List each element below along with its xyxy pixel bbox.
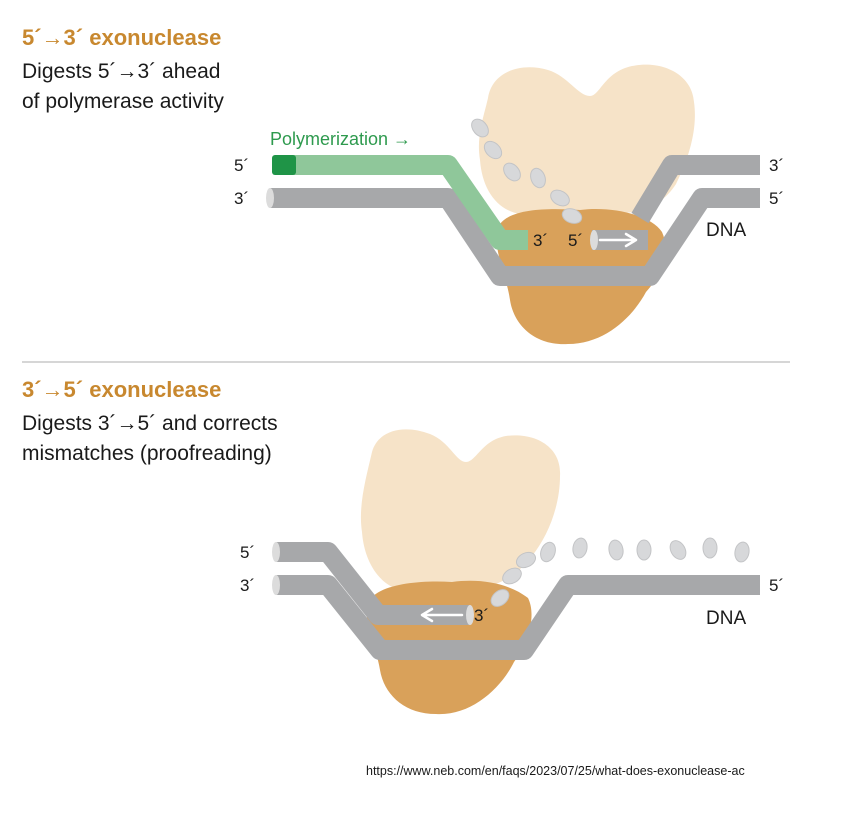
exonuclease-enzyme-light bbox=[360, 429, 561, 590]
nucleotide bbox=[572, 537, 588, 559]
released-nucleotides bbox=[471, 118, 583, 224]
bottom-strand-left-cap bbox=[272, 575, 280, 595]
nucleotide bbox=[550, 189, 570, 207]
nucleotide bbox=[490, 589, 510, 607]
nucleotide bbox=[515, 551, 537, 569]
template-left-end-cap bbox=[266, 188, 274, 208]
top-panel-description-line2: of polymerase activity bbox=[22, 90, 224, 113]
source-url: https://www.neb.com/en/faqs/2023/07/25/w… bbox=[366, 764, 745, 778]
nucleotide bbox=[669, 540, 687, 560]
top-left-upper-end-label: 5´ bbox=[234, 156, 249, 175]
nucleotide bbox=[483, 140, 503, 160]
nucleotide bbox=[530, 167, 546, 189]
template-strand bbox=[270, 188, 760, 286]
bottom-panel: 3´→5´ exonuclease Digests 3´→5´ and corr… bbox=[22, 377, 784, 715]
bottom-dna-label: DNA bbox=[706, 608, 746, 629]
primer-3prime-label: 3´ bbox=[533, 231, 548, 250]
top-panel-title: 5´→3´ exonuclease bbox=[22, 25, 221, 50]
new-strand-start-block bbox=[272, 155, 296, 175]
nucleotide bbox=[702, 537, 718, 559]
bottom-panel-title: 3´→5´ exonuclease bbox=[22, 377, 221, 402]
top-strand-left-cap bbox=[272, 542, 280, 562]
top-right-upper-end-label: 3´ bbox=[769, 156, 784, 175]
digestion-direction-arrow bbox=[598, 232, 638, 248]
displaced-strand bbox=[631, 155, 760, 224]
bottom-panel-description-line1: Digests 3´→5´ and corrects bbox=[22, 412, 278, 435]
bottom-left-upper-end-label: 5´ bbox=[240, 543, 255, 562]
top-panel-description-line1: Digests 5´→3´ ahead bbox=[22, 60, 220, 83]
downstream-strand-cap bbox=[590, 230, 598, 250]
nucleotide bbox=[503, 162, 521, 182]
proofreading-direction-arrow bbox=[420, 607, 464, 623]
top-left-lower-end-label: 3´ bbox=[234, 189, 249, 208]
bottom-panel-description-line2: mismatches (proofreading) bbox=[22, 442, 272, 465]
new-strand bbox=[280, 155, 528, 250]
bottom-inner-3prime-label: 3´ bbox=[474, 606, 489, 625]
top-panel: 5´→3´ exonuclease Digests 5´→3´ ahead of… bbox=[22, 25, 784, 345]
nucleotide bbox=[540, 541, 556, 563]
bottom-left-lower-end-label: 3´ bbox=[240, 576, 255, 595]
template-5prime-label: 5´ bbox=[568, 231, 583, 250]
nucleotide bbox=[561, 208, 583, 224]
nucleotide bbox=[734, 541, 750, 563]
released-nucleotides-bottom bbox=[490, 537, 750, 607]
top-strand-right-cap bbox=[466, 605, 474, 625]
top-right-lower-end-label: 5´ bbox=[769, 189, 784, 208]
bottom-right-end-label: 5´ bbox=[769, 576, 784, 595]
nucleotide bbox=[608, 539, 624, 561]
polymerization-label: Polymerization → bbox=[270, 129, 411, 149]
nucleotide bbox=[636, 539, 652, 561]
top-dna-label: DNA bbox=[706, 220, 746, 241]
bottom-long-strand bbox=[276, 575, 760, 660]
nucleotide bbox=[471, 118, 489, 138]
nucleotide bbox=[502, 567, 522, 585]
